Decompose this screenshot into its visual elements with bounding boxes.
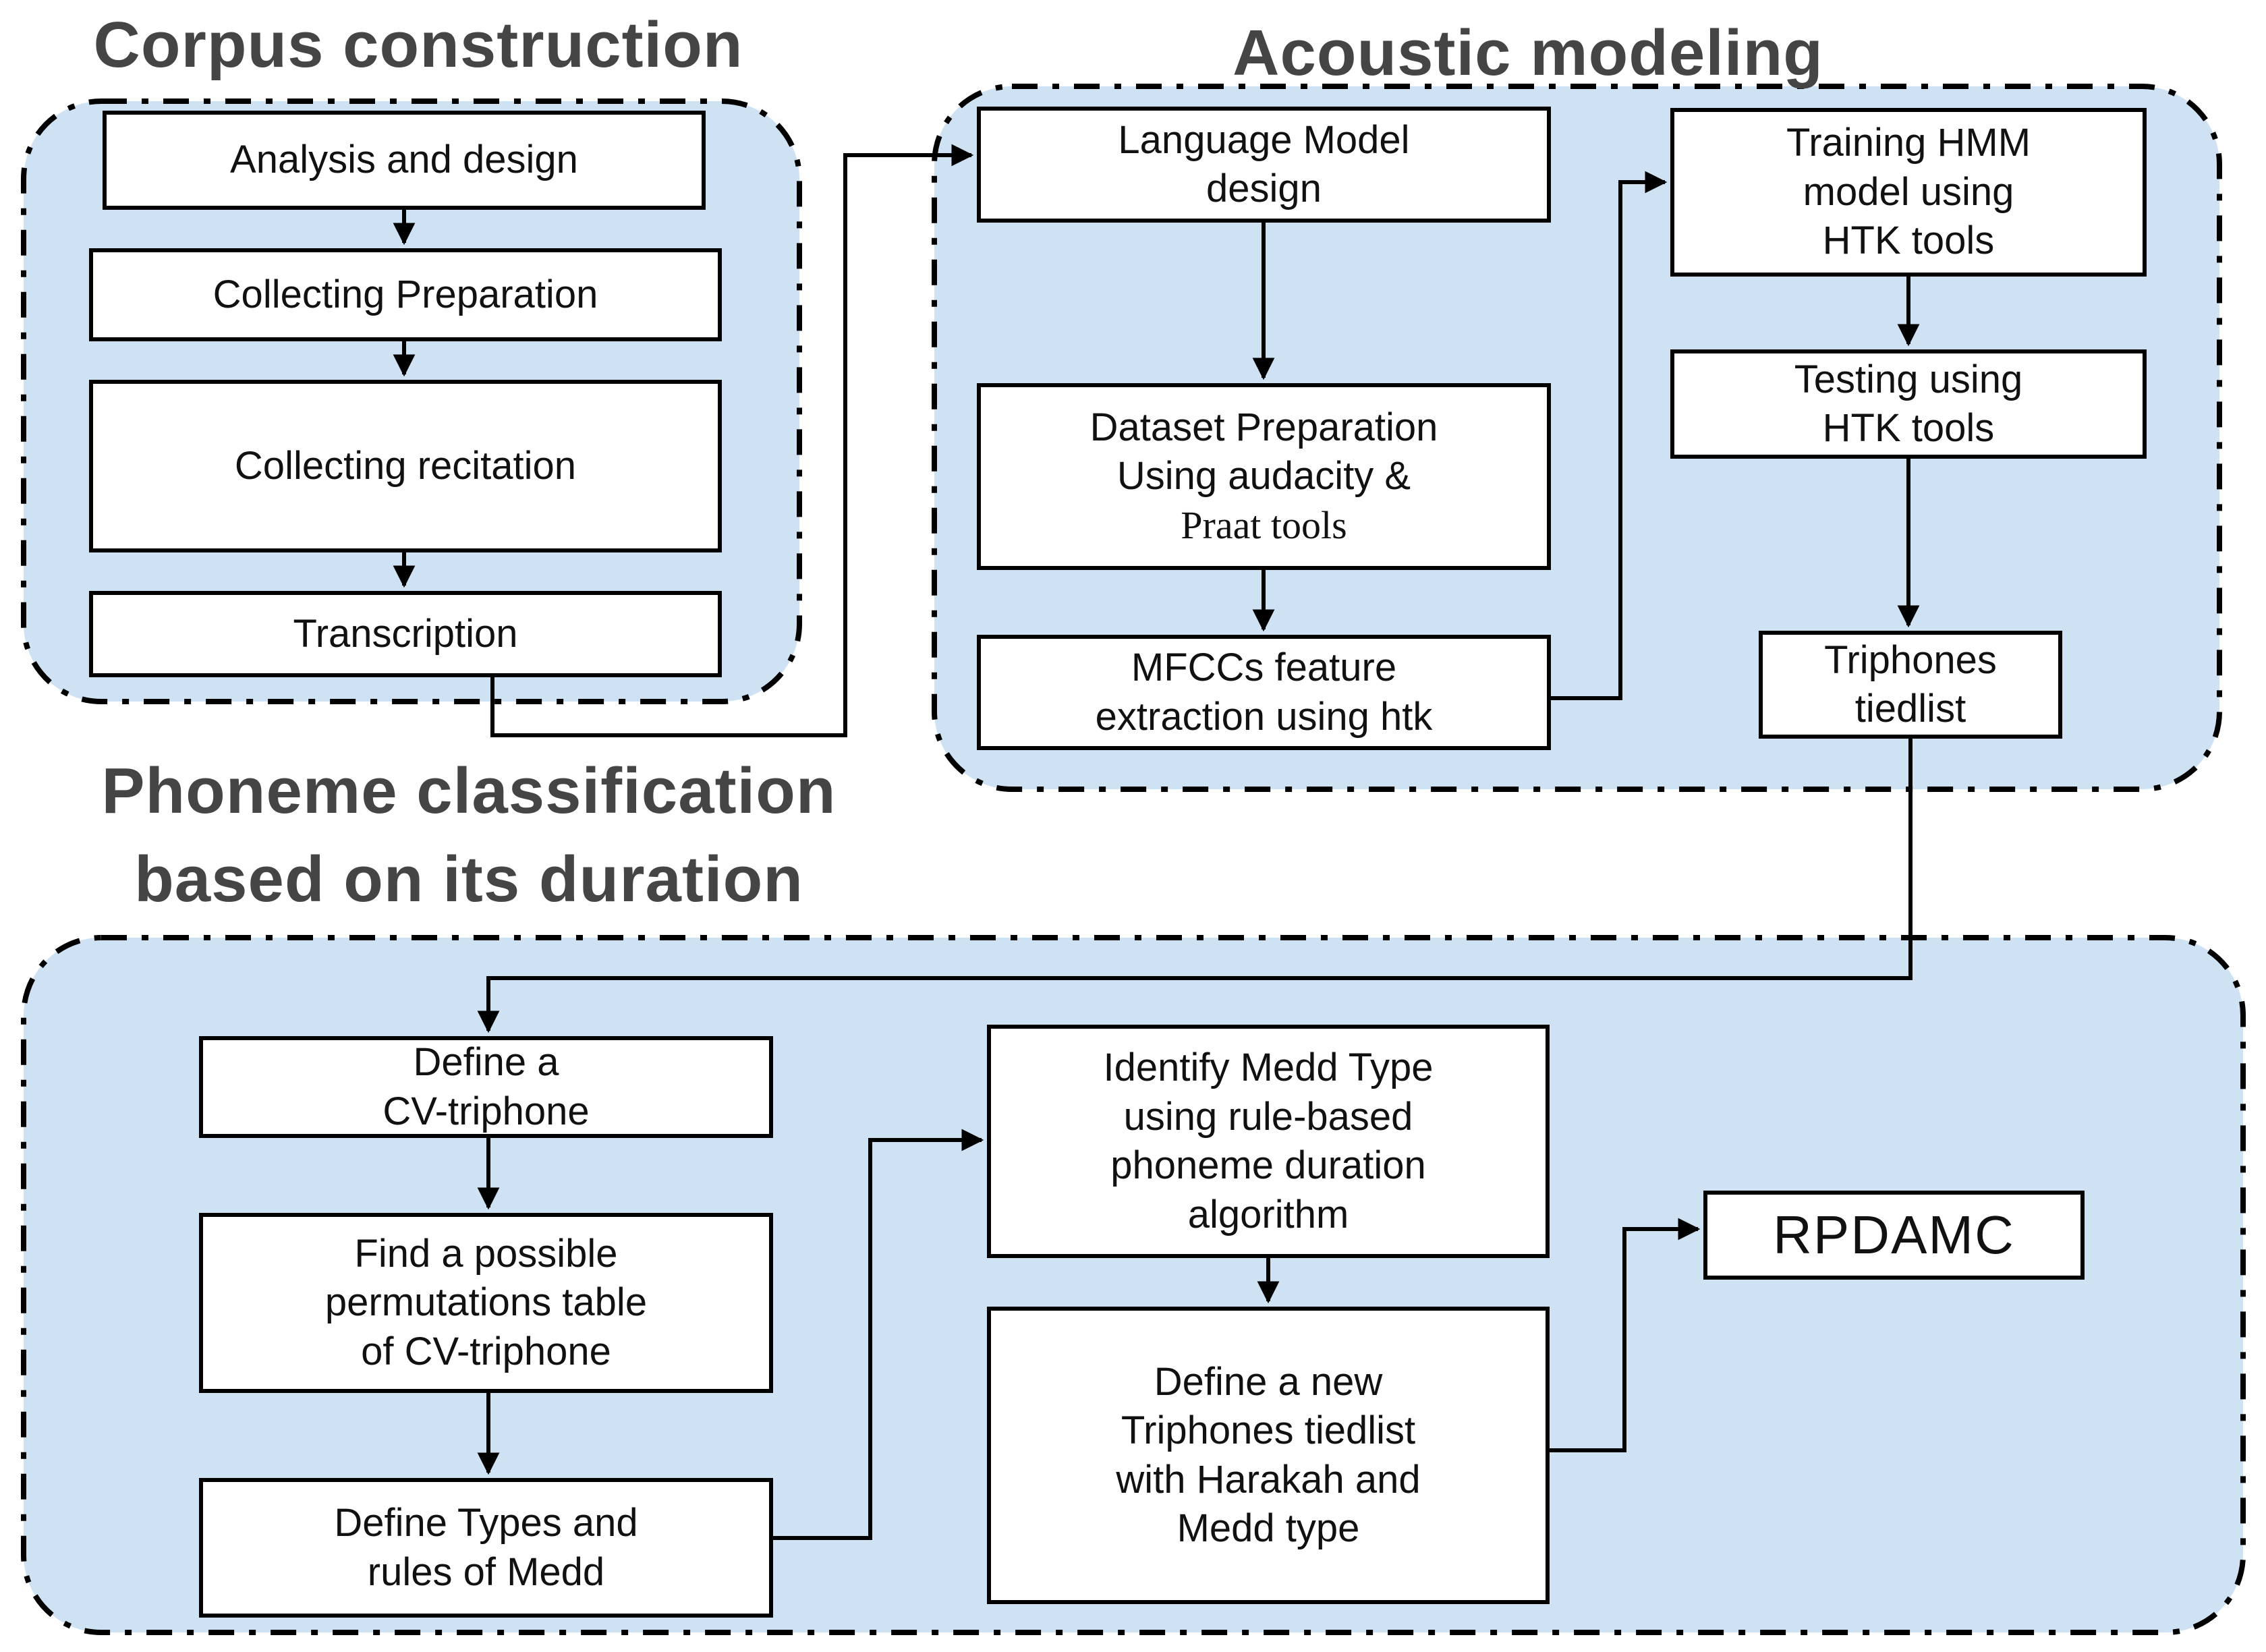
connector-mfcc-to-training [1551,171,1668,700]
connector-definetypes-to-identifymedd [773,1129,984,1540]
node-dataset-preparation: Dataset Preparation Using audacity & Pra… [977,383,1551,570]
node-collecting-preparation: Collecting Preparation [89,248,722,341]
phoneme-section-title: Phoneme classification based on its dura… [101,755,837,915]
node-training-hmm: Training HMM model using HTK tools [1670,108,2147,277]
node-find-permutations-table: Find a possible permutations table of CV… [199,1213,773,1393]
node-triphones-tiedlist: Triphones tiedlist [1759,631,2062,739]
node-collecting-recitation: Collecting recitation [89,380,722,552]
node-analysis-and-design: Analysis and design [103,111,706,210]
node-testing-htk: Testing using HTK tools [1670,349,2147,459]
node-language-model-design: Language Model design [977,107,1551,223]
node-identify-medd-type: Identify Medd Type using rule-based phon… [987,1025,1550,1258]
node-define-types-rules-medd: Define Types and rules of Medd [199,1478,773,1618]
node-mfcc-feature-extraction: MFCCs feature extraction using htk [977,635,1551,750]
node-define-cv-triphone: Define a CV-triphone [199,1036,773,1138]
corpus-section-title: Corpus construction [93,9,743,81]
connector-definenew-to-rpdamc [1550,1218,1701,1452]
connector-triphones-to-definecv [477,739,1913,1033]
acoustic-section-title: Acoustic modeling [1233,17,1823,89]
dataset-preparation-text: Dataset Preparation Using audacity & [1089,405,1438,499]
connector-transcription-to-lmdesign [490,144,974,737]
node-rpdamc: RPDAMC [1703,1191,2085,1280]
node-define-new-triphones-tiedlist: Define a new Triphones tiedlist with Har… [987,1307,1550,1604]
dataset-preparation-serif-text: Praat tools [1181,503,1347,547]
node-transcription: Transcription [89,591,722,677]
